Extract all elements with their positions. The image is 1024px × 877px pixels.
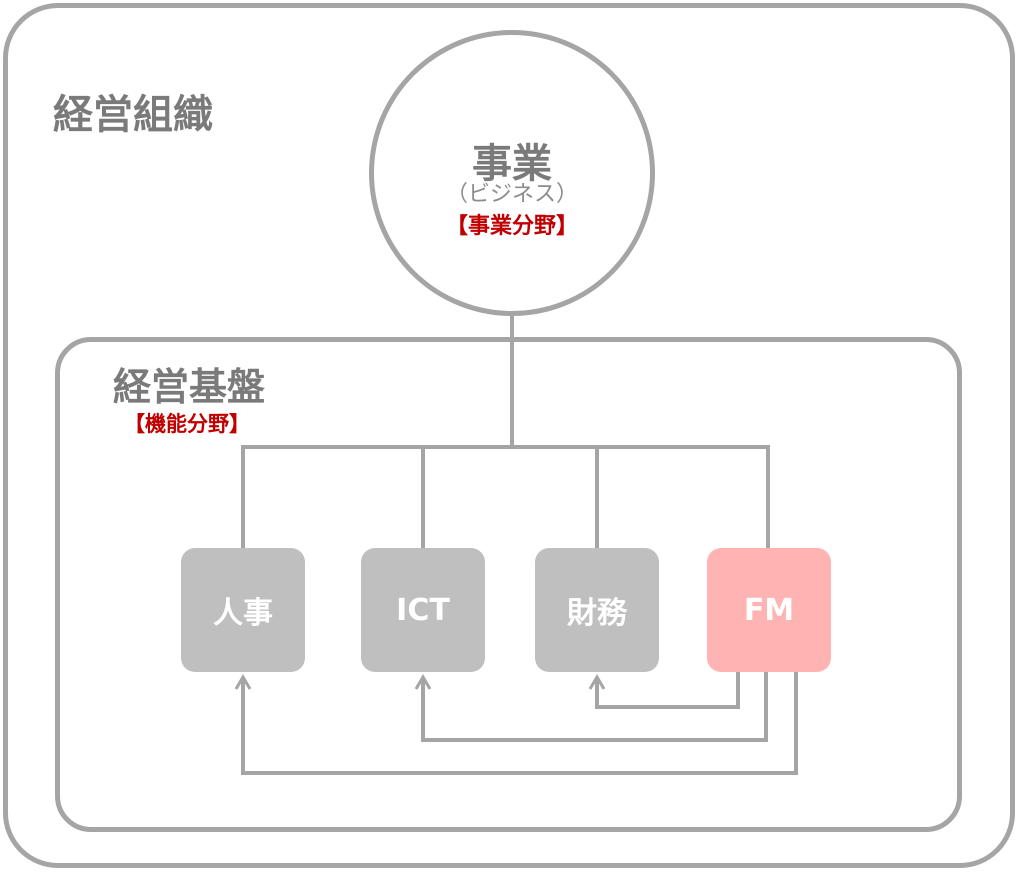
fm-to-ict-arrow: [421, 672, 768, 742]
organization-title: 経営組織: [53, 92, 213, 138]
fm-to-hr-arrow: [241, 672, 798, 775]
function-box-fm: FM: [707, 548, 831, 672]
foundation-category: 【機能分野】: [124, 412, 250, 436]
function-box-ict: ICT: [361, 548, 485, 672]
organization-frame: [3, 3, 1015, 868]
business-circle: 事業 （ビジネス） 【事業分野】: [369, 30, 655, 316]
foundation-title: 経営基盤: [113, 365, 266, 409]
function-box-finance: 財務: [535, 548, 659, 672]
foundation-frame: [55, 337, 962, 832]
arrowhead-hr: [234, 674, 252, 690]
fm-to-finance-arrow: [595, 672, 740, 709]
function-box-hr: 人事: [181, 548, 305, 672]
business-title: 事業: [472, 141, 552, 187]
business-category: 【事業分野】: [445, 214, 578, 239]
arrowhead-finance: [588, 674, 606, 690]
arrowhead-ict: [414, 674, 432, 690]
business-subtitle: （ビジネス）: [445, 182, 578, 207]
